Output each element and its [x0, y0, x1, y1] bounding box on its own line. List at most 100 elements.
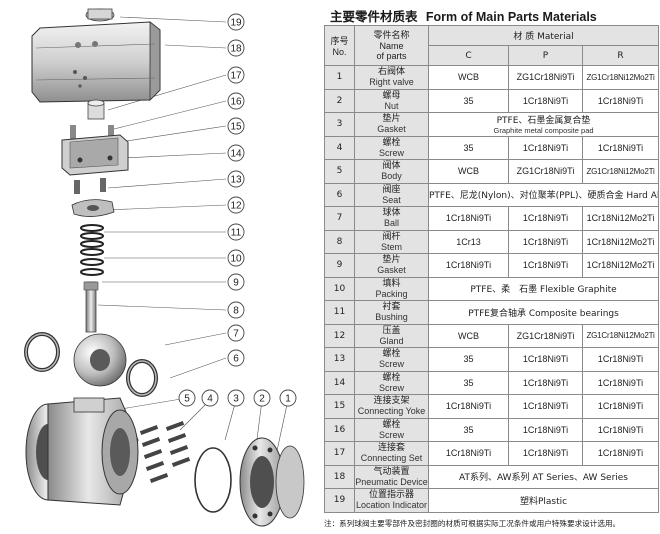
- material-all-grades: PTFE、柔 石墨 Flexible Graphite: [427, 276, 660, 301]
- material-c: WCB: [428, 159, 509, 184]
- table-note: 注：系列球阀主要零部件及密封圈的材质可根据实际工况条件或用户特殊要求设计选用。: [324, 519, 621, 528]
- callout-number: 15: [230, 122, 242, 133]
- part-name-cn: 位置指示器: [368, 490, 414, 501]
- material-c: 1Cr18Ni9Ti: [428, 206, 509, 231]
- ball-and-seats: [24, 332, 158, 397]
- callout-number: 7: [233, 329, 239, 340]
- callout-circle: [227, 117, 245, 135]
- callout-circle: [227, 324, 245, 342]
- part-name-en: Screw: [378, 147, 404, 158]
- material-p: 1Cr18Ni9Ti: [508, 88, 583, 113]
- callout-circle: [201, 389, 219, 407]
- callout-number: 14: [230, 149, 242, 160]
- packing-rings: [80, 224, 104, 276]
- material-c: 35: [428, 417, 509, 442]
- row-no: 17: [324, 441, 355, 466]
- material-r: 1Cr18Ni9Ti: [581, 88, 660, 113]
- part-name-cn: 垫片: [382, 114, 401, 125]
- part-name-en: Screw: [378, 382, 404, 393]
- part-name-cn: 螺母: [382, 90, 401, 101]
- material-c: 35: [428, 88, 509, 113]
- header-material: 材 质 Material: [427, 25, 660, 46]
- callout-number: 17: [230, 71, 242, 82]
- callout-circle: [227, 170, 245, 188]
- stem: [83, 281, 99, 333]
- material-all-grades: PTFE复合轴承 Composite bearings: [427, 300, 660, 325]
- row-no: 18: [324, 464, 355, 489]
- header-p: P: [508, 45, 583, 66]
- material-r: ZG1Cr18Ni12Mo2Ti: [581, 159, 660, 184]
- material-c: 35: [428, 347, 509, 372]
- callout-circle: [227, 196, 245, 214]
- row-no: 1: [324, 65, 355, 90]
- part-name-en: Connecting Yoke: [357, 406, 426, 417]
- callout-circle: [227, 301, 245, 319]
- callout-circle: [227, 223, 245, 241]
- material-r: 1Cr18Ni9Ti: [581, 394, 660, 419]
- row-no: 19: [324, 488, 355, 513]
- material-p: 1Cr18Ni9Ti: [508, 417, 583, 442]
- part-name-en: Connecting Set: [360, 453, 423, 464]
- part-name-en: Stem: [380, 241, 402, 252]
- callout-number: 13: [230, 175, 242, 186]
- material-p: 1Cr18Ni9Ti: [508, 370, 583, 395]
- part-name-en: Screw: [378, 429, 404, 440]
- callout-circle: [227, 273, 245, 291]
- part-name-cn: 螺栓: [382, 137, 401, 148]
- row-no: 11: [324, 300, 355, 325]
- gasket-ring: [194, 447, 232, 513]
- callout-number: 5: [184, 394, 190, 405]
- connecting-set: [87, 99, 105, 120]
- callout-circle: [253, 389, 271, 407]
- part-name-en: Gasket: [377, 124, 406, 135]
- part-name-en: Right valve: [369, 77, 414, 88]
- yoke-screws: [74, 178, 106, 194]
- table-title: 主要零件材质表 Form of Main Parts Materials: [330, 6, 597, 25]
- callout-number: 18: [230, 44, 242, 55]
- part-name-en: Nut: [384, 100, 399, 111]
- row-no: 10: [324, 276, 355, 301]
- material-c: 1Cr13: [428, 229, 509, 254]
- material-p: ZG1Cr18Ni9Ti: [508, 323, 583, 348]
- part-name-cn: 填料: [382, 278, 401, 289]
- material-r: 1Cr18Ni12Mo2Ti: [581, 253, 660, 278]
- callout-circle: [227, 349, 245, 367]
- part-name-en: Gasket: [377, 265, 406, 276]
- callout-circle: [227, 144, 245, 162]
- part-name-en: Screw: [378, 359, 404, 370]
- part-name-cn: 螺栓: [382, 419, 401, 430]
- table-title-en: Form of Main Parts Materials: [425, 10, 597, 24]
- table-header-row: 序号 No. 零件名称 Name of parts 材 质 Material: [324, 25, 660, 66]
- material-r: 1Cr18Ni9Ti: [581, 347, 660, 372]
- part-name-cn: 气动装置: [373, 466, 410, 477]
- part-name-en: Bushing: [375, 312, 408, 323]
- part-name-cn: 阀杆: [382, 231, 401, 242]
- callout-number: 2: [259, 394, 265, 405]
- part-name-cn: 垫片: [382, 255, 401, 266]
- row-no: 16: [324, 417, 355, 442]
- material-p: 1Cr18Ni9Ti: [508, 441, 583, 466]
- row-no: 2: [324, 88, 355, 113]
- part-name-cn: 螺栓: [382, 349, 401, 360]
